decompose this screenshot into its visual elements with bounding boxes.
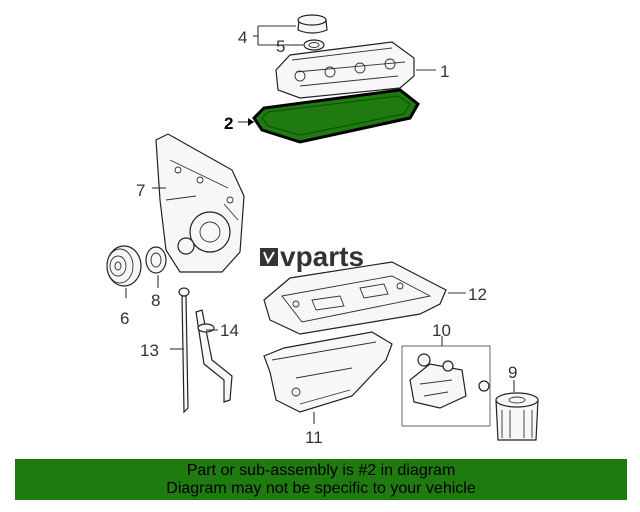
vparts-logo: vparts [260,241,364,272]
callout-1: 1 [440,62,449,81]
oil-filter[interactable] [495,392,539,441]
callout-12: 12 [468,285,487,304]
callout-11: 11 [305,428,323,447]
valve-cover-gasket-highlighted[interactable] [252,88,420,144]
callout-13: 13 [140,341,159,360]
dipstick-guide[interactable] [195,309,233,403]
filler-cap-seal[interactable] [303,39,325,51]
oil-filter-housing-group[interactable] [401,345,491,427]
callout-4: 4 [238,28,247,47]
callout-8: 8 [151,291,160,310]
callout-9: 9 [508,363,517,382]
oil-filler-cap[interactable] [297,14,328,34]
callout-2: 2 [224,114,233,133]
callout-10: 10 [432,321,451,340]
timing-chain-cover[interactable] [155,133,245,273]
leader-2-arrow [248,118,254,126]
callout-14: 14 [220,321,239,340]
info-banner: Part or sub-assembly is #2 in diagram Di… [15,459,627,500]
oil-dipstick[interactable] [178,287,190,414]
svg-text:vparts: vparts [280,241,364,272]
callout-6: 6 [120,309,129,328]
valve-cover[interactable] [275,41,415,99]
crankshaft-seal[interactable] [145,246,167,274]
upper-oil-pan[interactable] [263,261,447,335]
banner-line-1: Part or sub-assembly is #2 in diagram [186,462,456,479]
callout-5: 5 [276,37,285,56]
callout-7: 7 [136,181,145,200]
banner-line-2: Diagram may not be specific to your vehi… [166,480,476,497]
crankshaft-pulley[interactable] [106,245,142,287]
lower-oil-pan[interactable] [263,331,393,413]
